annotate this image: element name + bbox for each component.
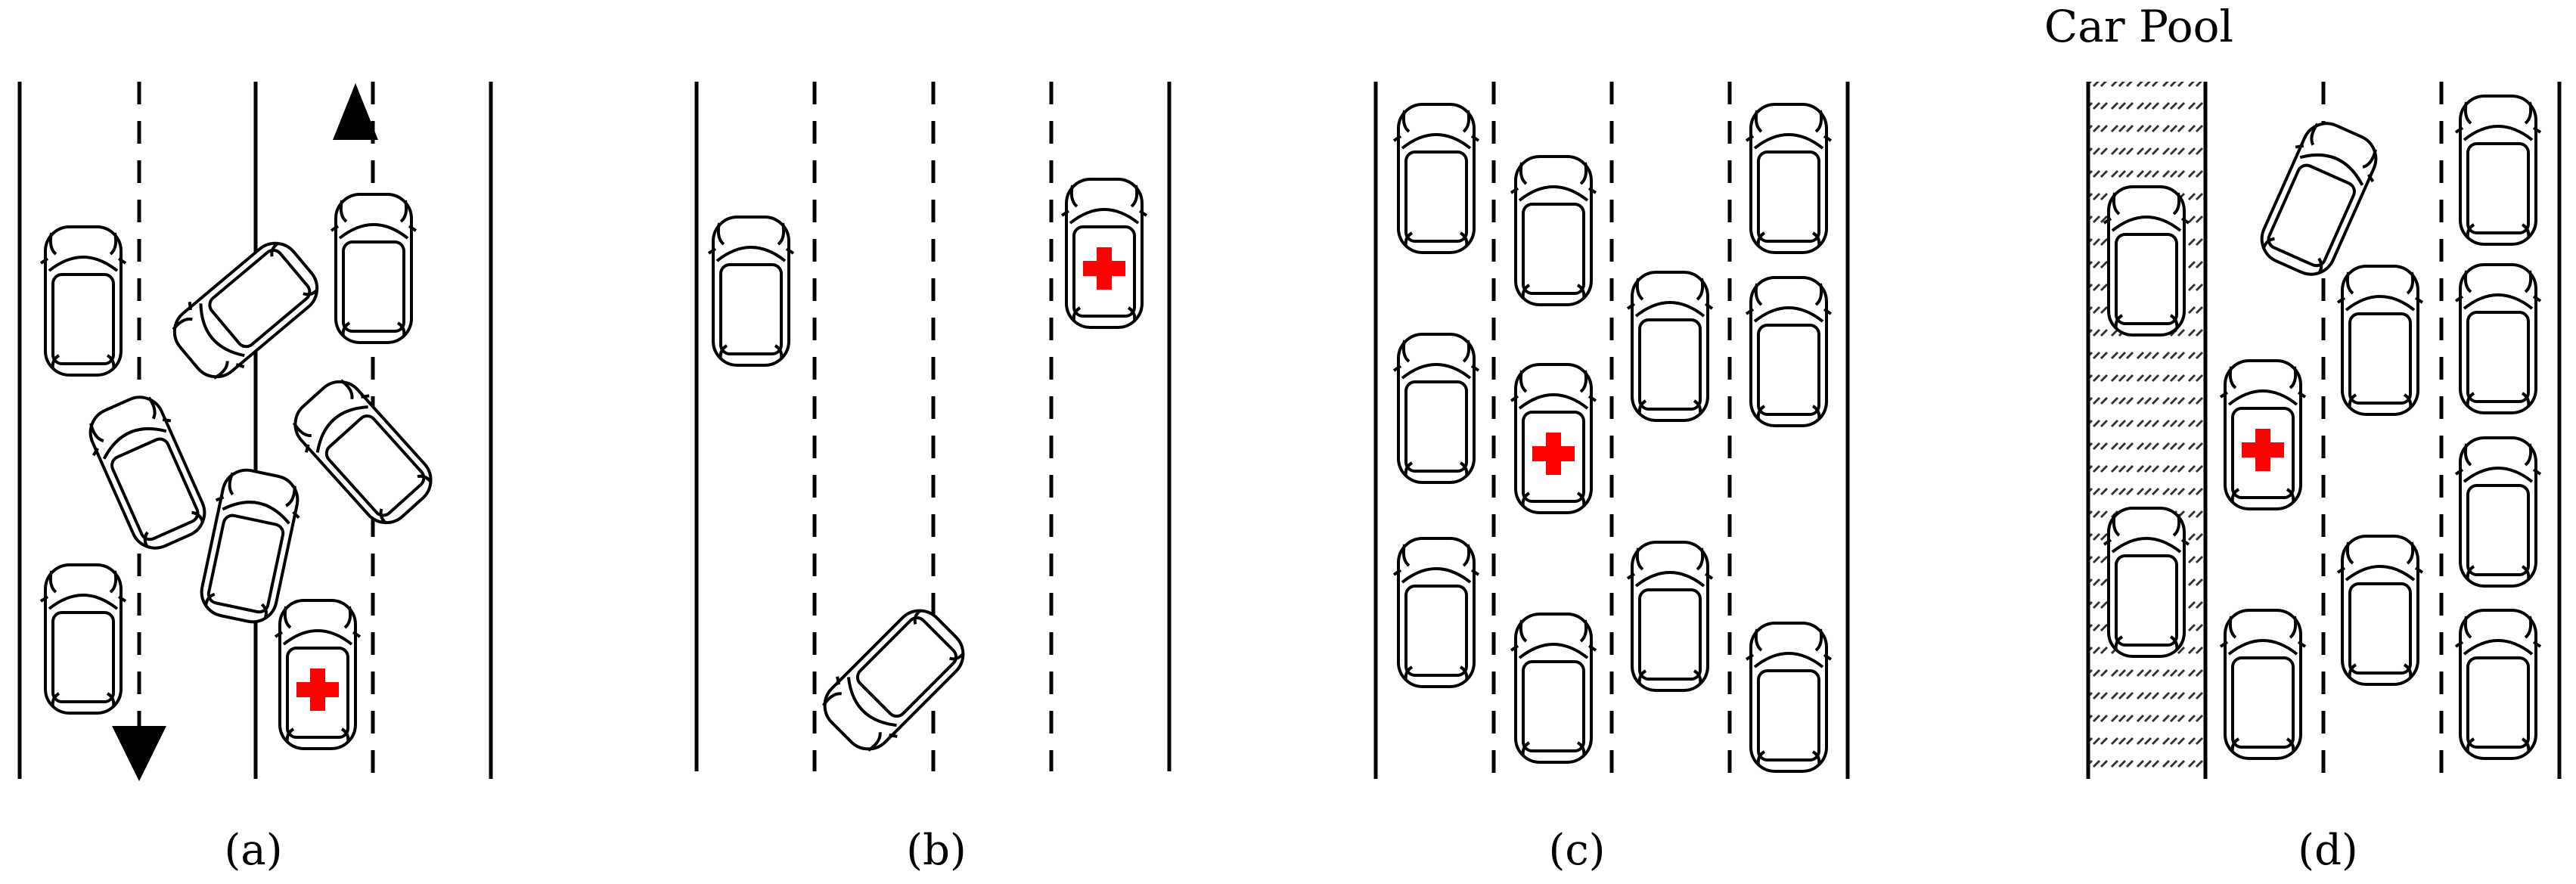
- panel-d: Car Pool (d): [2044, 1, 2562, 875]
- car-pool-title: Car Pool: [2044, 1, 2233, 52]
- panel-c-cars: [1392, 103, 1833, 773]
- car-icon: [2219, 609, 2307, 760]
- car-icon: [88, 395, 206, 550]
- panel-b-road-lines: [694, 82, 1172, 771]
- car-icon: [1510, 613, 1597, 764]
- ambulance-icon: [1060, 178, 1148, 329]
- car-icon: [2454, 609, 2542, 760]
- car-icon: [2336, 265, 2424, 416]
- panel-b-label: (b): [906, 826, 967, 875]
- panel-a-road-lines: [17, 82, 493, 779]
- car-icon: [1745, 622, 1833, 773]
- car-icon: [2454, 95, 2542, 246]
- car-icon: [172, 241, 319, 380]
- panel-d-cars: [2103, 95, 2542, 760]
- car-icon: [2260, 122, 2378, 276]
- ambulance-icon: [274, 599, 362, 750]
- car-icon: [2103, 507, 2190, 658]
- panel-a-cars: [39, 193, 433, 750]
- panel-a: (a): [17, 82, 493, 875]
- car-icon: [2454, 436, 2542, 588]
- ambulance-icon: [1510, 363, 1597, 514]
- car-icon: [1626, 271, 1714, 422]
- panel-c-road-lines: [1373, 82, 1850, 779]
- panel-c: (c): [1373, 82, 1850, 875]
- car-icon: [1392, 333, 1480, 484]
- panel-b-cars: [707, 178, 1148, 752]
- car-icon: [1745, 276, 1833, 427]
- car-icon: [39, 225, 127, 377]
- car-icon: [39, 563, 127, 715]
- car-icon: [2103, 185, 2190, 337]
- car-icon: [821, 609, 965, 752]
- panel-d-label: (d): [2298, 826, 2358, 875]
- car-icon: [292, 379, 433, 525]
- car-icon: [1626, 541, 1714, 692]
- car-icon: [1510, 155, 1597, 306]
- car-icon: [2454, 263, 2542, 414]
- car-icon: [707, 216, 795, 367]
- panel-d-road-lines: [2086, 82, 2562, 779]
- arrow-up-icon: [333, 83, 378, 140]
- car-icon: [1745, 103, 1833, 254]
- panel-a-label: (a): [224, 826, 282, 875]
- car-icon: [330, 193, 417, 344]
- car-icon: [2336, 535, 2424, 686]
- car-icon: [1392, 537, 1480, 688]
- panel-b: (b): [694, 82, 1172, 875]
- arrow-down-icon: [112, 726, 166, 781]
- panel-c-label: (c): [1548, 826, 1605, 875]
- ambulance-icon: [2219, 359, 2307, 510]
- car-icon: [1392, 103, 1480, 254]
- car-icon: [200, 468, 300, 624]
